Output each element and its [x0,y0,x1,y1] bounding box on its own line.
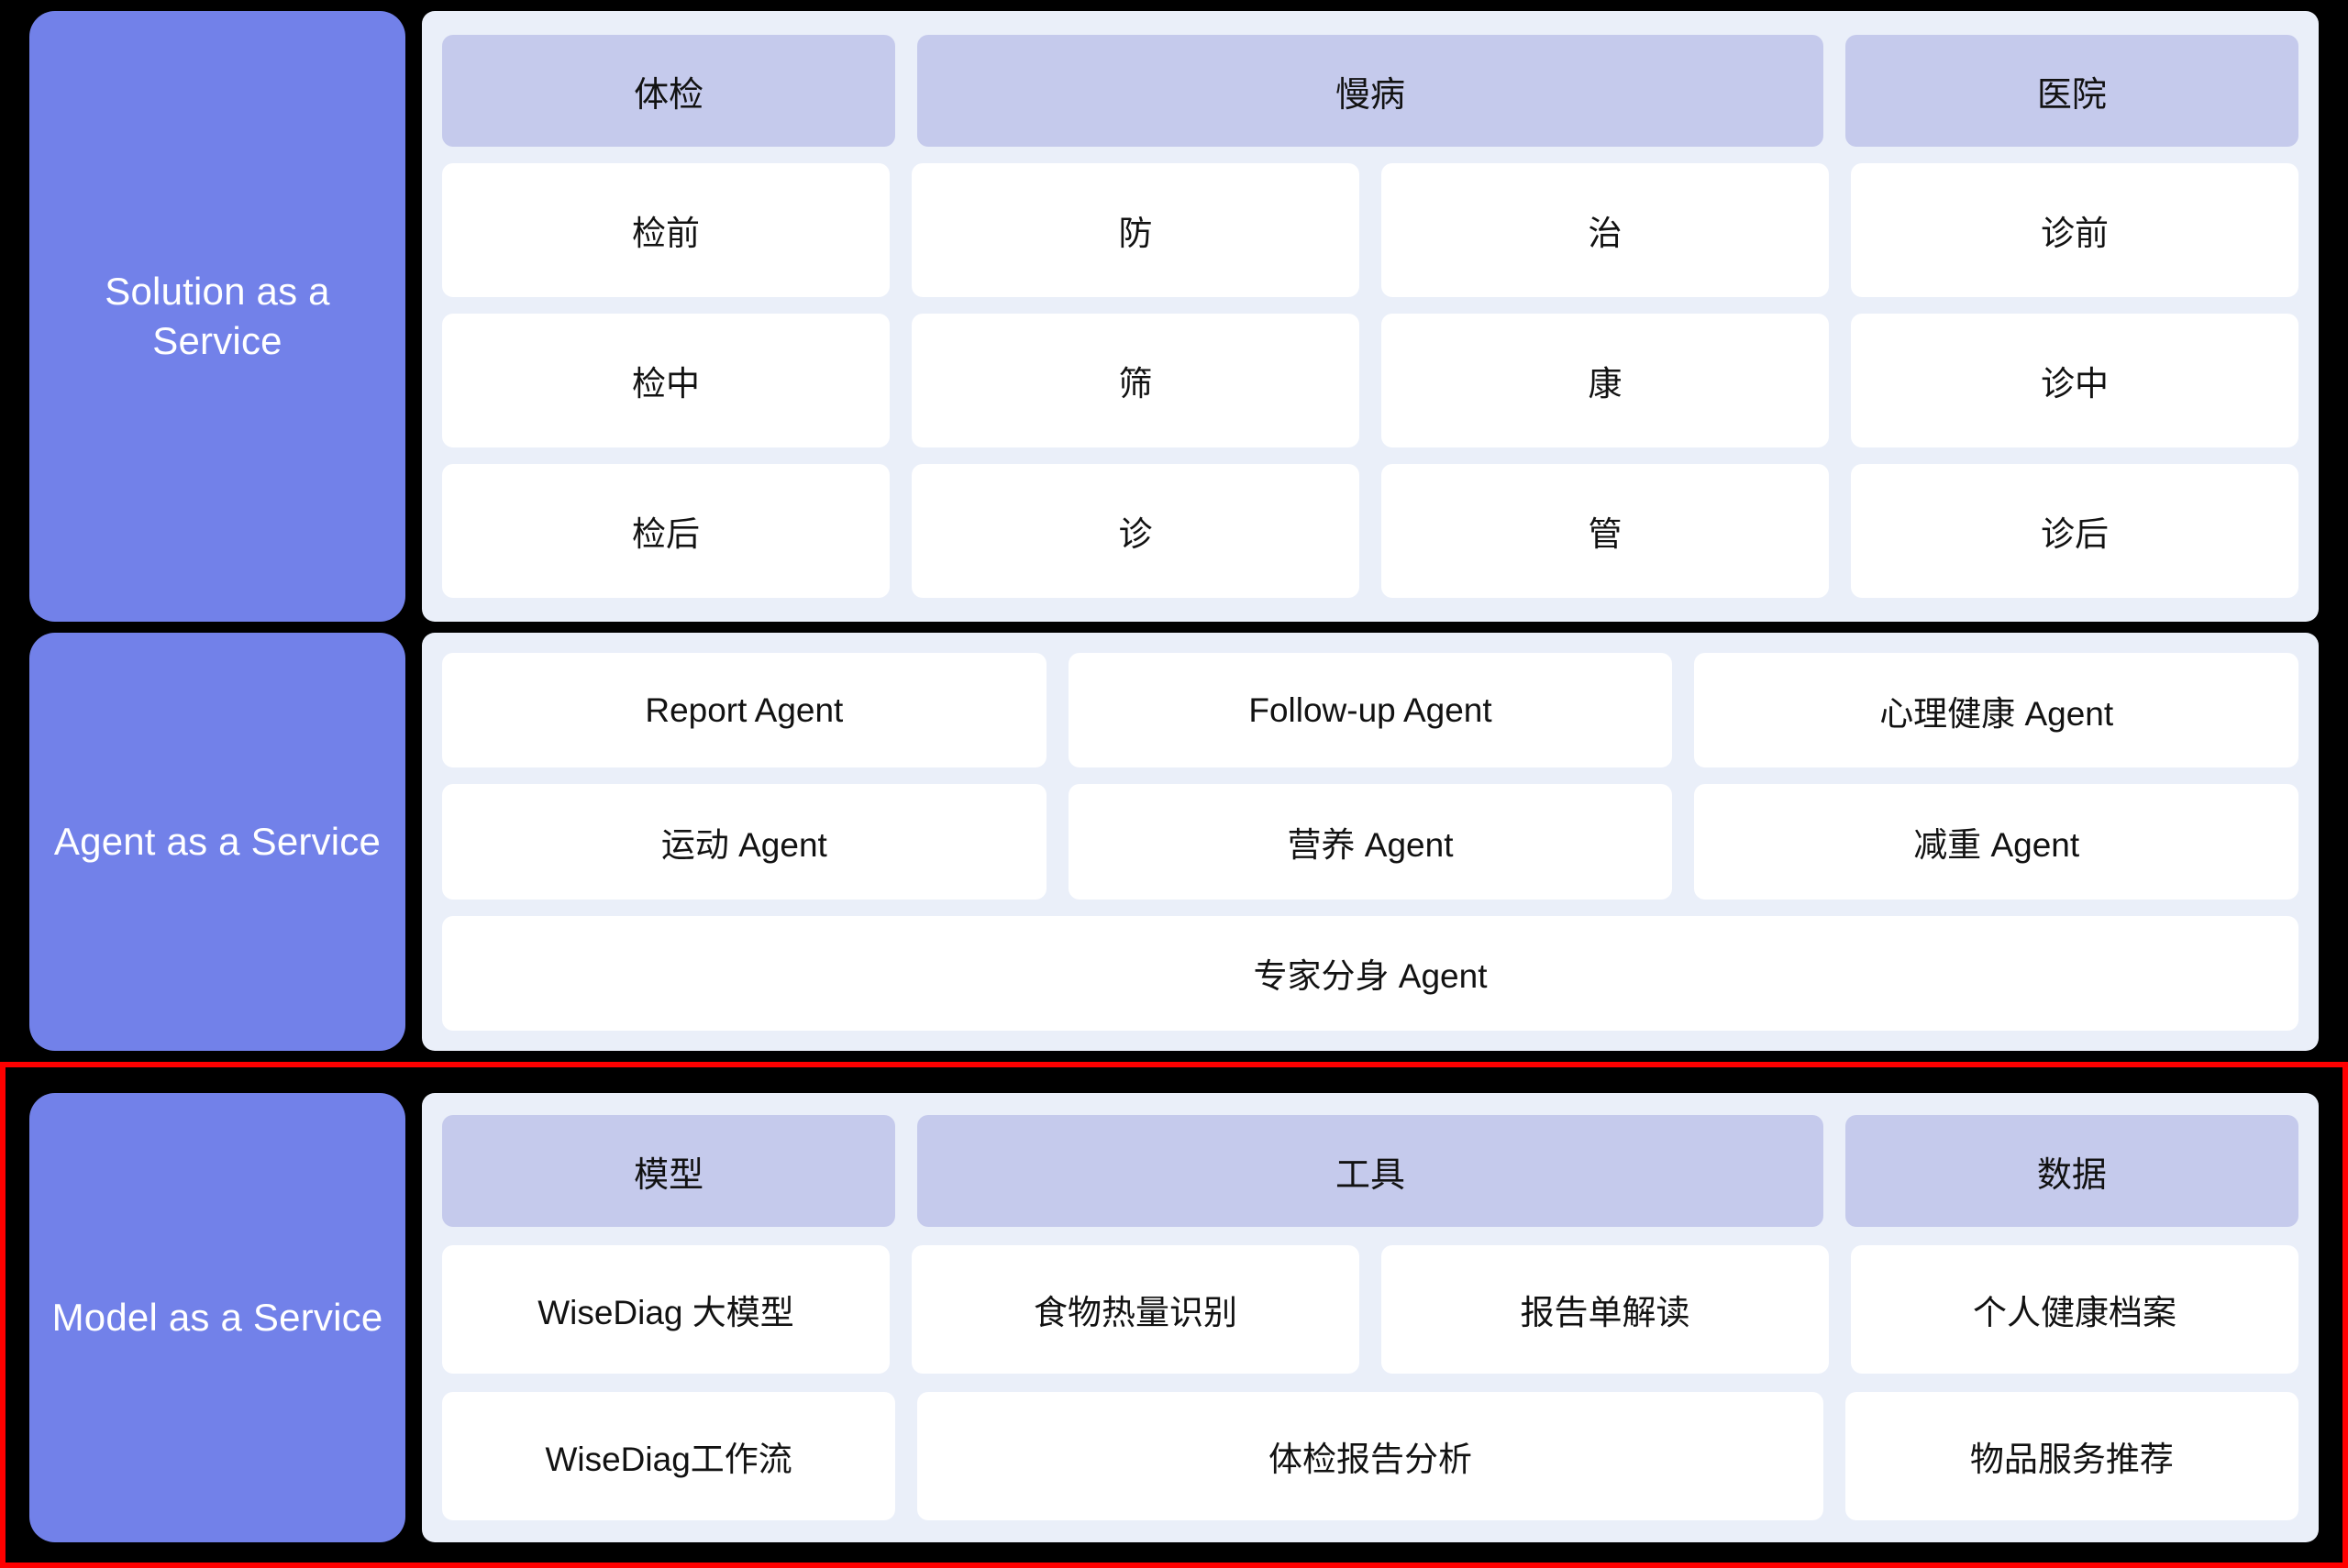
header-cell-data[interactable]: 数据 [1844,1115,2298,1227]
cell-post-diagnosis[interactable]: 诊后 [1851,464,2298,598]
cell-report-interpretation[interactable]: 报告单解读 [1381,1245,1829,1374]
table-row: 运动 Agent 营养 Agent 减重 Agent [442,784,2299,900]
header-cell-hospital[interactable]: 医院 [1844,35,2298,147]
cell-wisediag-workflow[interactable]: WiseDiag工作流 [442,1392,896,1520]
cell-during-diagnosis[interactable]: 诊中 [1851,314,2298,447]
cell-expert-avatar-agent[interactable]: 专家分身 Agent [442,915,2298,1031]
cell-post-exam[interactable]: 检后 [442,464,890,598]
cell-food-calorie-recognition[interactable]: 食物热量识别 [912,1245,1359,1374]
section-panel-model: 模型 工具 数据 WiseDiag 大模型 食物热量识别 报告单解读 个人健康档… [422,1093,2319,1542]
highlight-outline-model: Model as a Service 模型 工具 数据 WiseDiag 大模型… [0,1062,2348,1568]
section-panel-agent: Report Agent Follow-up Agent 心理健康 Agent … [422,633,2319,1051]
cell-nutrition-agent[interactable]: 营养 Agent [1068,784,1673,900]
cell-weight-loss-agent[interactable]: 减重 Agent [1694,784,2299,900]
header-cell-tools[interactable]: 工具 [917,1115,1823,1227]
section-agent: Agent as a Service Report Agent Follow-u… [0,622,2348,1062]
cell-product-service-recommendation[interactable]: 物品服务推荐 [1844,1392,2298,1520]
table-row: Report Agent Follow-up Agent 心理健康 Agent [442,653,2299,768]
table-row: 检后 诊 管 诊后 [442,464,2298,598]
cell-pre-diagnosis[interactable]: 诊前 [1851,163,2298,297]
section-panel-solution: 体检 慢病 医院 检前 防 治 诊前 检中 筛 康 诊中 检后 诊 管 诊后 [422,11,2319,622]
cell-personal-health-record[interactable]: 个人健康档案 [1851,1245,2298,1374]
cell-diagnose[interactable]: 诊 [912,464,1359,598]
section-label-agent: Agent as a Service [29,633,405,1051]
cell-screen[interactable]: 筛 [912,314,1359,447]
table-row: 检中 筛 康 诊中 [442,314,2298,447]
header-cell-physical-exam[interactable]: 体检 [442,35,896,147]
header-cell-model[interactable]: 模型 [442,1115,896,1227]
table-row: 检前 防 治 诊前 [442,163,2298,297]
header-row-model: 模型 工具 数据 [442,1115,2298,1227]
cell-prevent[interactable]: 防 [912,163,1359,297]
cell-pre-exam[interactable]: 检前 [442,163,890,297]
cell-rehab[interactable]: 康 [1381,314,1829,447]
cell-report-agent[interactable]: Report Agent [442,653,1047,768]
header-row-solution: 体检 慢病 医院 [442,35,2298,147]
table-row: 专家分身 Agent [442,915,2298,1031]
section-label-model: Model as a Service [29,1093,405,1542]
cell-follow-up-agent[interactable]: Follow-up Agent [1068,653,1673,768]
section-model: Model as a Service 模型 工具 数据 WiseDiag 大模型… [6,1067,2342,1562]
cell-wisediag-llm[interactable]: WiseDiag 大模型 [442,1245,890,1374]
cell-exam-report-analysis[interactable]: 体检报告分析 [917,1392,1823,1520]
table-row: WiseDiag工作流 体检报告分析 物品服务推荐 [442,1392,2298,1520]
section-label-solution: Solution as a Service [29,11,405,622]
cell-exercise-agent[interactable]: 运动 Agent [442,784,1047,900]
cell-manage[interactable]: 管 [1381,464,1829,598]
cell-during-exam[interactable]: 检中 [442,314,890,447]
table-row: WiseDiag 大模型 食物热量识别 报告单解读 个人健康档案 [442,1245,2298,1374]
cell-treat[interactable]: 治 [1381,163,1829,297]
section-solution: Solution as a Service 体检 慢病 医院 检前 防 治 诊前… [0,0,2348,622]
header-cell-chronic-disease[interactable]: 慢病 [917,35,1823,147]
cell-mental-health-agent[interactable]: 心理健康 Agent [1694,653,2299,768]
